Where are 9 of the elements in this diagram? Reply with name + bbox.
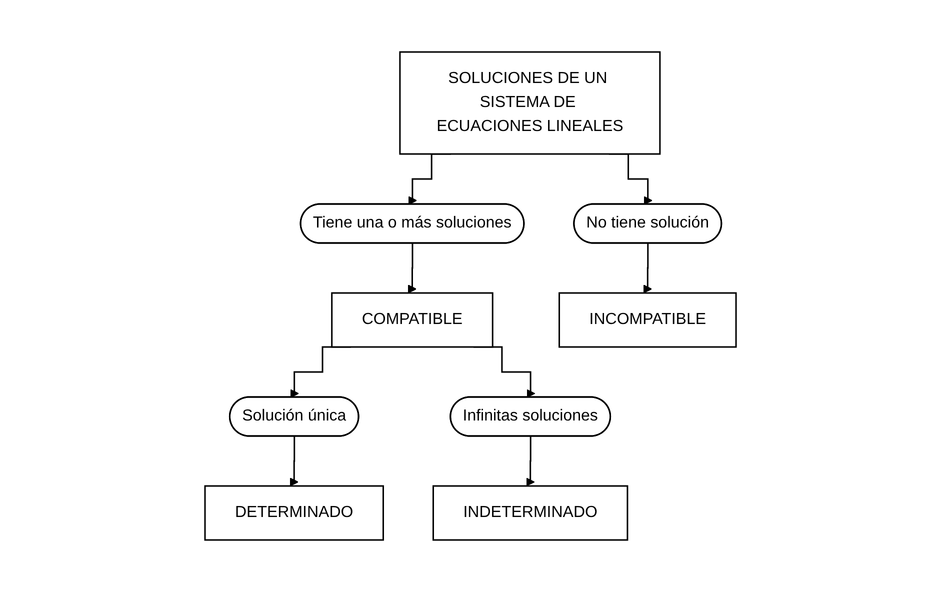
node-box: INDETERMINADO [432,485,629,541]
arrow [644,242,653,294]
arrow [290,436,299,486]
node-box: DETERMINADO [204,485,384,541]
arrow [408,242,418,294]
node-box: SOLUCIONES DE UN SISTEMA DE ECUACIONES LINEALES [400,51,662,155]
node-box: COMPATIBLE [332,292,494,348]
node-box: INCOMPATIBLE [559,292,738,348]
arrow [526,436,536,486]
